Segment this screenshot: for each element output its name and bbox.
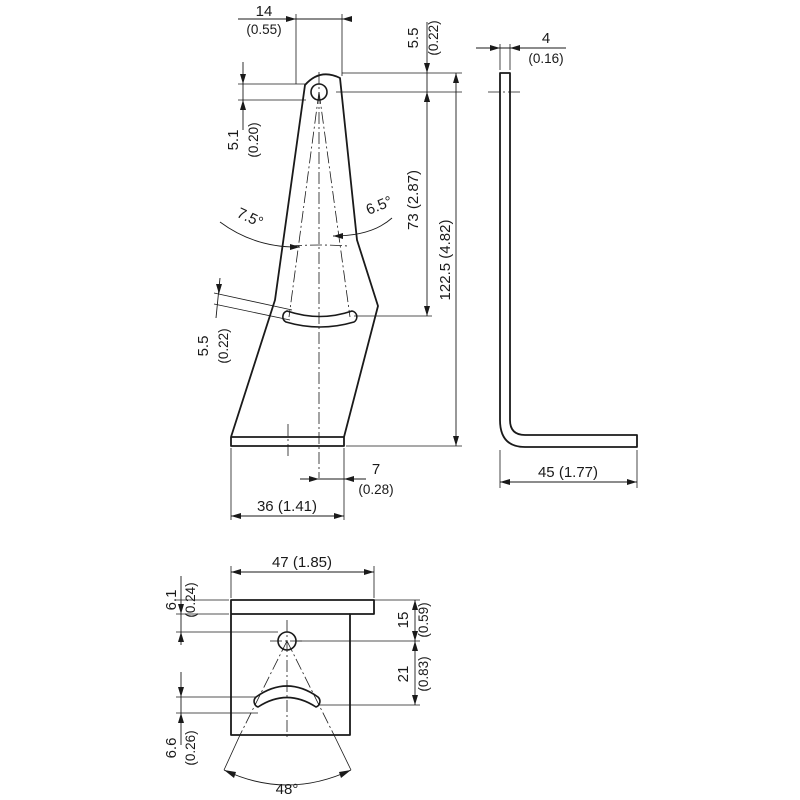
arrow bbox=[240, 100, 246, 110]
profile-view: 4 (0.16) 45 (1.77) bbox=[476, 30, 638, 488]
arrow bbox=[453, 73, 459, 83]
arrow bbox=[364, 569, 374, 575]
arrow bbox=[490, 45, 500, 51]
dim-plan-slot-pos-sub: (0.83) bbox=[416, 656, 431, 691]
dim-top-offset-main: 5.5 bbox=[405, 28, 422, 49]
arrow bbox=[178, 632, 184, 642]
dim-base-offset-sub: (0.28) bbox=[358, 482, 393, 497]
arrow bbox=[178, 687, 184, 697]
dim-leg-length: 45 (1.77) bbox=[538, 464, 598, 481]
arrow bbox=[500, 479, 510, 485]
angle-left-label: 7.5° bbox=[234, 205, 266, 232]
arrow bbox=[334, 513, 344, 519]
arrow bbox=[627, 479, 637, 485]
arrow bbox=[339, 770, 351, 778]
dim-hole-offset-sub: (0.20) bbox=[246, 122, 261, 157]
arrow bbox=[453, 436, 459, 446]
ext-angle-left bbox=[223, 734, 241, 771]
arrow bbox=[231, 569, 241, 575]
dim-thickness-sub: (0.16) bbox=[528, 51, 563, 66]
arrow bbox=[412, 631, 418, 641]
arrow bbox=[412, 641, 418, 651]
plan-view: 47 (1.85) 6.1 (0.24) 6.6 (0.26) 15 (0.59… bbox=[163, 554, 431, 798]
plan-ray-right bbox=[286, 640, 335, 736]
dim-top-width-sub: (0.55) bbox=[246, 22, 281, 37]
dim-plan-width: 47 (1.85) bbox=[272, 554, 332, 571]
dim-thickness-main: 4 bbox=[542, 30, 550, 47]
arrow bbox=[216, 284, 222, 294]
dim-total-height: 122.5 (4.82) bbox=[437, 220, 454, 301]
side-view-outline bbox=[230, 73, 379, 447]
side-view: 14 (0.55) 5.5 (0.22) 5.1 (0.20) 7.5° 6.5… bbox=[195, 3, 462, 520]
dim-plan-bottom-edge-sub: (0.26) bbox=[183, 730, 198, 765]
profile-outline bbox=[499, 72, 638, 448]
angle-plan-label: 48° bbox=[276, 781, 299, 798]
angle-right-label: 6.5° bbox=[364, 193, 395, 219]
ext-slot-width-bottom bbox=[213, 303, 291, 321]
dim-top-width-main: 14 bbox=[256, 3, 273, 20]
dim-base-offset-main: 7 bbox=[372, 461, 380, 478]
dim-plan-top-edge-main: 6.1 bbox=[163, 590, 180, 611]
arrow bbox=[178, 604, 184, 614]
angle-right-arc bbox=[332, 217, 393, 237]
arrow bbox=[286, 16, 296, 22]
arrow bbox=[510, 45, 520, 51]
ext-angle-right bbox=[333, 734, 352, 771]
arrow bbox=[424, 306, 430, 316]
dim-plan-hole-pos-main: 15 bbox=[395, 612, 412, 629]
arrow bbox=[412, 600, 418, 610]
arrow bbox=[290, 244, 300, 250]
dim-slot-width-main: 5.5 bbox=[195, 336, 212, 357]
dim-plan-hole-pos-sub: (0.59) bbox=[416, 602, 431, 637]
dim-base-width: 36 (1.41) bbox=[257, 498, 317, 515]
arrow bbox=[231, 513, 241, 519]
dim-top-offset-sub: (0.22) bbox=[426, 20, 441, 55]
dim-slot-height: 73 (2.87) bbox=[405, 170, 422, 230]
arrow bbox=[309, 476, 319, 482]
arrow bbox=[333, 233, 343, 239]
arrow bbox=[424, 92, 430, 102]
arrow bbox=[412, 695, 418, 705]
arrow bbox=[344, 476, 354, 482]
arrow bbox=[342, 16, 352, 22]
arrow bbox=[178, 713, 184, 723]
arrow bbox=[240, 74, 246, 84]
slot-ray-left bbox=[288, 91, 320, 318]
plan-ray-left bbox=[239, 640, 288, 736]
dim-hole-offset-main: 5.1 bbox=[225, 130, 242, 151]
ext-slot-width-top bbox=[213, 292, 293, 311]
plan-outline bbox=[230, 599, 375, 736]
dim-plan-top-edge-sub: (0.24) bbox=[183, 582, 198, 617]
dim-plan-bottom-edge-main: 6.6 bbox=[163, 738, 180, 759]
dim-plan-slot-pos-main: 21 bbox=[395, 666, 412, 683]
arrow bbox=[424, 63, 430, 73]
slot-arc bbox=[289, 244, 349, 247]
slot-ray-right bbox=[318, 91, 351, 318]
curved-slot bbox=[282, 310, 358, 328]
arrow bbox=[224, 770, 236, 778]
dim-slot-width-sub: (0.22) bbox=[216, 328, 231, 363]
angle-arc bbox=[223, 769, 352, 786]
